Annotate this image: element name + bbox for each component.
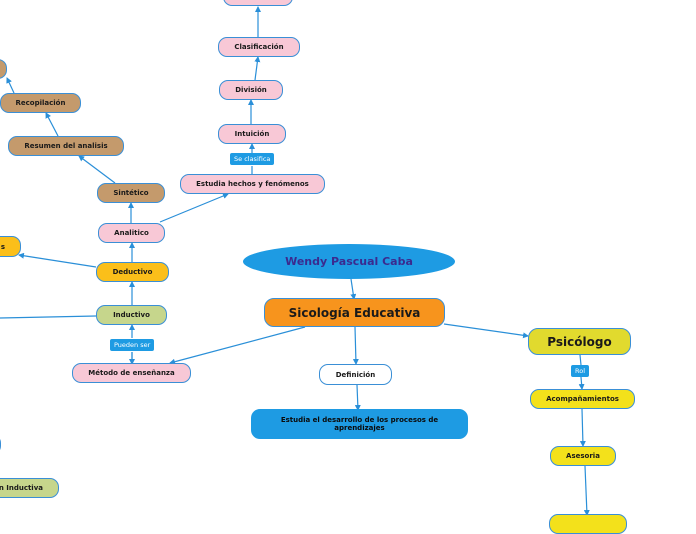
definicion-node[interactable]: Definición (319, 364, 392, 385)
link-division-clasificacion (254, 56, 261, 81)
inductivo-node[interactable]: Inductivo (96, 305, 167, 325)
estudia-node[interactable]: Estudia hechos y fenómenos (180, 174, 325, 194)
link-main-definicion (352, 326, 359, 365)
partial-s-node[interactable]: s (0, 236, 21, 257)
psicologo-node[interactable]: Psicólogo (528, 328, 631, 355)
link-main-metodo (169, 326, 306, 365)
link-recopilacion-next (6, 77, 15, 94)
link-resumen-recopilacion (45, 112, 59, 137)
se-clasifica-edge-label: Se clasifica (230, 153, 275, 165)
sintetico-node[interactable]: Sintético (97, 183, 165, 203)
main-topic-node[interactable]: Sicología Educativa (264, 298, 445, 327)
analitico-node[interactable]: Analitico (98, 223, 165, 243)
link-root-main (350, 278, 357, 300)
metodo-node[interactable]: Método de enseñanza (72, 363, 191, 383)
partial-bottom-node[interactable] (549, 514, 627, 534)
asesoria-node[interactable]: Asesoria (550, 446, 616, 466)
recopilacion-node[interactable]: Recopilación (0, 93, 81, 113)
link-psicologo-rol (579, 354, 582, 366)
deductivo-node[interactable]: Deductivo (96, 262, 169, 282)
root-node[interactable]: Wendy Pascual Caba (243, 244, 455, 279)
link-definicion-texto (354, 384, 361, 411)
partial-inductiva-node[interactable]: n Inductiva (0, 478, 59, 498)
link-asesoria-next (583, 465, 590, 516)
link-deductivo-s (18, 252, 97, 268)
clasificacion-node[interactable]: Clasificación (218, 37, 300, 57)
link-sintetico-resumen (78, 155, 116, 184)
link-acompanamiento-asesoria (579, 408, 586, 447)
acompanamientos-node[interactable]: Acompañamientos (530, 389, 635, 409)
pueden-ser-edge-label: Pueden ser (110, 339, 155, 351)
rol-edge-label: Rol (571, 365, 590, 377)
resumen-node[interactable]: Resumen del analisis (8, 136, 124, 156)
division-node[interactable]: División (219, 80, 283, 100)
link-main-psicologo (443, 323, 529, 339)
link-analitico-estudia (159, 193, 229, 223)
definicion-text-node[interactable]: Estudia el desarrollo de los procesos de… (251, 409, 468, 439)
link-rol-acompanamiento (578, 376, 585, 390)
connector-lines (0, 6, 590, 516)
partial-top-node[interactable] (223, 0, 293, 6)
intuicion-node[interactable]: Intuición (218, 124, 286, 144)
link-inductivo-left (0, 315, 97, 319)
